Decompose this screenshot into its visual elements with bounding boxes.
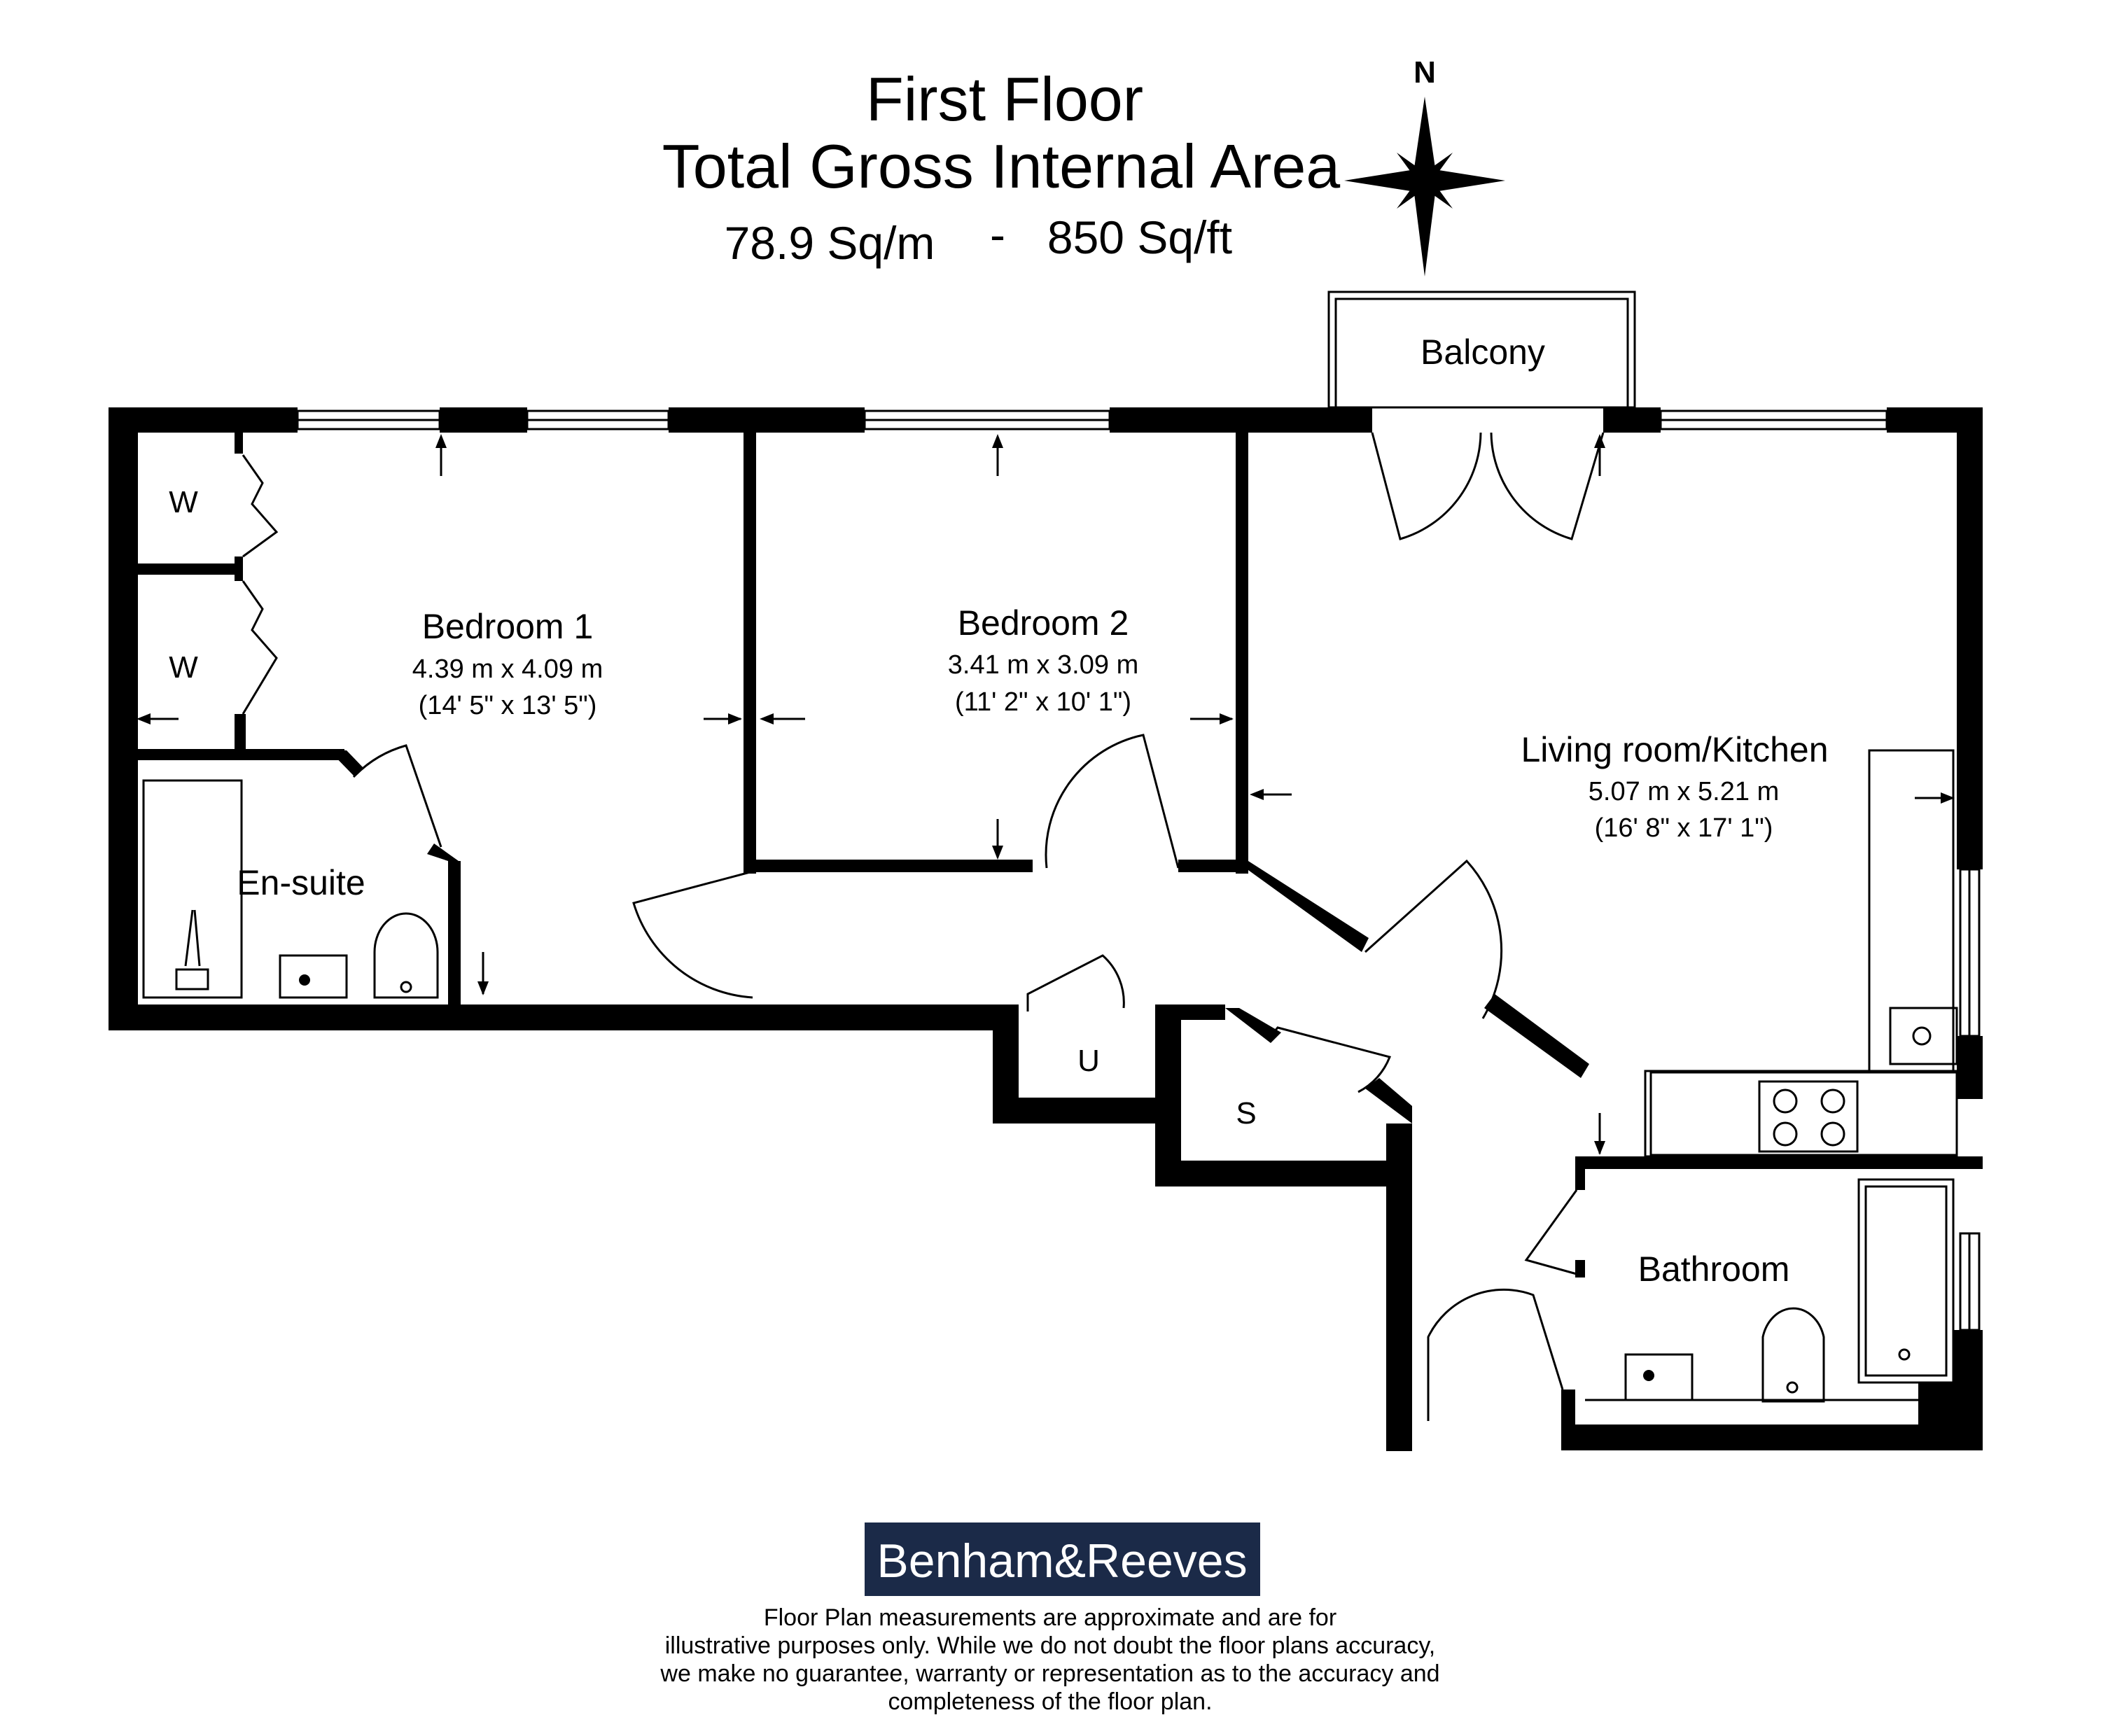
utility-label: U — [1077, 1044, 1100, 1078]
floor-title: First Floor — [866, 64, 1143, 134]
walls — [109, 407, 1983, 1451]
brand-logo: Benham&Reeves — [865, 1522, 1260, 1596]
bedroom2-imperial: (11' 2" x 10' 1") — [955, 687, 1131, 717]
bath — [1857, 1178, 1955, 1384]
disclaimer-line: completeness of the floor plan. — [888, 1688, 1212, 1715]
fixtures — [142, 749, 1958, 1403]
shower-tray — [142, 779, 243, 999]
bathroom-toilet — [1761, 1307, 1825, 1403]
area-separator: - — [990, 209, 1005, 260]
doors — [242, 432, 1605, 1421]
kitchen-sink — [1889, 1007, 1958, 1065]
bedroom1-name: Bedroom 1 — [422, 607, 594, 646]
north-label: N — [1413, 55, 1436, 90]
area-sqft: 850 Sq/ft — [1047, 211, 1232, 263]
wardrobe-label: W — [169, 650, 198, 685]
bathroom-sink — [1624, 1353, 1694, 1401]
compass-rose-icon: N — [1344, 55, 1505, 276]
windows — [296, 410, 1981, 1331]
sink — [279, 954, 348, 999]
dimension-arrows — [137, 434, 1955, 1155]
living-imperial: (16' 8" x 17' 1") — [1595, 813, 1773, 843]
wardrobe-label: W — [169, 485, 198, 519]
bedroom1-metric: 4.39 m x 4.09 m — [412, 654, 603, 684]
disclaimer-line: illustrative purposes only. While we do … — [665, 1632, 1436, 1659]
balcony-label: Balcony — [1421, 332, 1545, 372]
area-sqm: 78.9 Sq/m — [725, 217, 935, 269]
bathroom-name: Bathroom — [1638, 1250, 1790, 1289]
balcony: Balcony — [1327, 290, 1636, 409]
living-name: Living room/Kitchen — [1521, 730, 1828, 769]
bedroom2-metric: 3.41 m x 3.09 m — [948, 650, 1138, 680]
logo-background — [865, 1522, 1260, 1596]
toilet — [373, 912, 439, 999]
storage-label: S — [1236, 1096, 1256, 1130]
ensuite-name: En-suite — [237, 863, 365, 902]
disclaimer-line: Floor Plan measurements are approximate … — [764, 1604, 1336, 1631]
living-metric: 5.07 m x 5.21 m — [1589, 777, 1779, 806]
disclaimer-line: we make no guarantee, warranty or repres… — [659, 1660, 1439, 1687]
logo-text: Benham&Reeves — [877, 1534, 1247, 1588]
floor-subtitle: Total Gross Internal Area — [662, 132, 1341, 201]
bedroom1-imperial: (14' 5" x 13' 5") — [419, 691, 597, 720]
bedroom2-name: Bedroom 2 — [958, 603, 1129, 643]
